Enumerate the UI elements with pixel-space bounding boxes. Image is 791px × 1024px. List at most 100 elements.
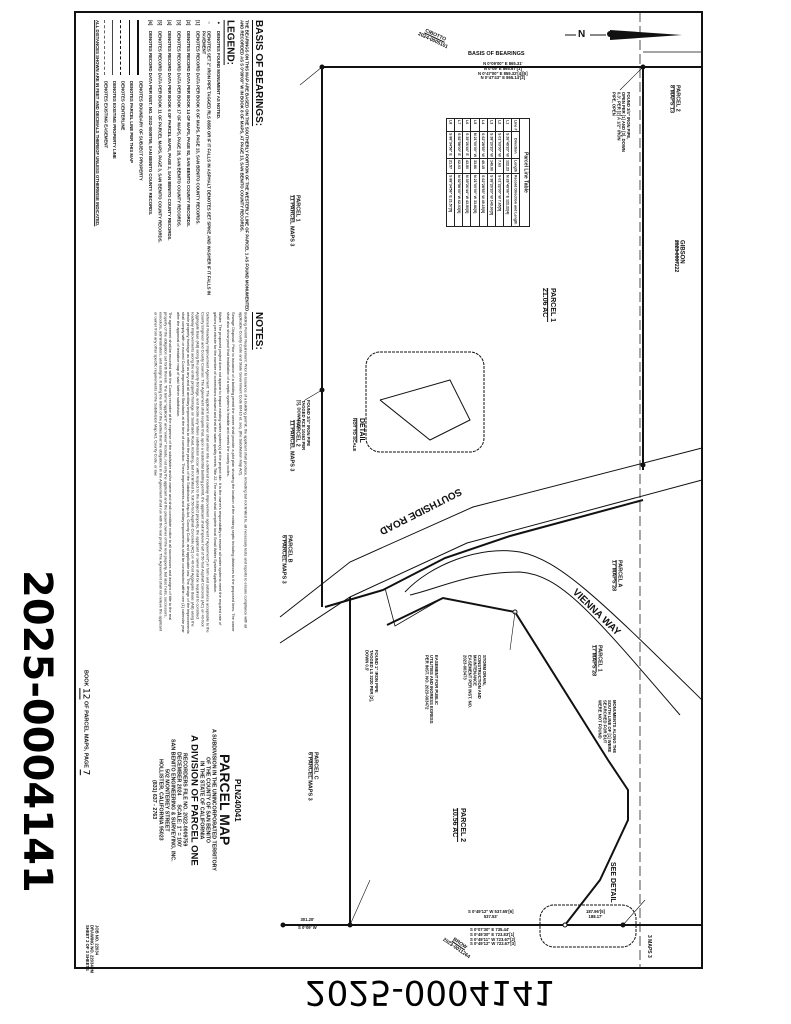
vienna-way-edge-inner	[409, 571, 681, 716]
legend-text: DENOTES FOUND MONUMENT AS NOTED.	[216, 31, 222, 120]
record-symbol: [3]	[176, 20, 182, 26]
note-paragraph: Sewage Disposal: Prior to issuance of a …	[225, 312, 236, 632]
bearing-text: N 0°09'00" E 865.31'	[483, 61, 523, 66]
job-info: JOB NO. 22034 DRAWING NO. 22034PM SHEET …	[84, 925, 100, 973]
bottom-bearing-lower: S 0°07'30" E 735.44'S 0°49'30" E 723.83'…	[470, 927, 516, 947]
vienna-way-edge-outer	[404, 550, 703, 701]
found-monument-icon: ●	[216, 20, 222, 25]
firm-phone: (831) 637 - 2763	[151, 780, 158, 820]
sheet-border	[74, 11, 703, 969]
detail-cloud	[539, 904, 637, 948]
distances-note: ALL DISTANCES SHOWN ARE IN FEET AND DECI…	[95, 20, 101, 227]
leader-lines	[299, 66, 646, 926]
easement-note: EASEMENT FOR PUBLIC UTILITIES AND INGRES…	[424, 655, 439, 724]
legend-text: DENOTES RECORD DATA PER BOOK 17 OF MAPS,…	[176, 31, 182, 228]
book-page-line: BOOK 12 OF PARCEL MAPS, PAGE 7	[80, 670, 90, 775]
monument-note: FOUND 3/4" IRON PIPE, OPEN PER [1] AND […	[611, 92, 631, 152]
book-number-handwritten: 12	[80, 688, 91, 700]
recorders-file: RECORDERS FILE NO. 2022-0009759	[181, 753, 188, 847]
subtitle-line: IN THE STATE OF CALIFORNIA	[198, 760, 205, 840]
bottom-left-distance: 301.20'S 0°09' W	[298, 917, 317, 930]
subject-boundary-road	[324, 499, 644, 608]
stamp-doc: 2023-0007222	[672, 240, 679, 273]
north-arrow-icon	[565, 30, 682, 40]
legend-text: DENOTES RECORD DATA PER BOOK 11 OF PARCE…	[157, 31, 163, 244]
map-title: PARCEL MAP	[216, 754, 233, 846]
firm-city: HOLLISTER, CALIFORNIA 95023	[157, 759, 164, 841]
map-date: DECEMBER 2024	[175, 752, 182, 796]
existing-line-symbol	[112, 20, 113, 75]
legend-line-item: DENOTES PARCEL LINE PER THIS MAP	[126, 20, 134, 312]
legend-line-item: DENOTES EXISTING EASEMENT	[101, 20, 109, 307]
legend-line-item: DENOTES BOUNDARY OF SUBJECT PROPERTY	[134, 20, 144, 312]
firm-street: 502 MONTEREY STREET	[163, 768, 170, 832]
legend-item: ○DENOTES SET 2" IRON PIPE TAGGED RLS 885…	[201, 20, 212, 308]
legend-text: DENOTES CENTERLINE	[120, 81, 126, 131]
legend-text: DENOTES BOUNDARY OF SUBJECT PROPERTY	[138, 81, 144, 181]
basis-of-bearings-label: BASIS OF BEARINGS	[468, 51, 525, 57]
legend-record-item: [5]DENOTES RECORD DATA PER BOOK 11 OF PA…	[153, 20, 163, 312]
cloud-distance: 187.96'[5]188.17'	[586, 909, 605, 919]
bearing-text: N 0°09' E 865.67'[1]	[483, 65, 522, 71]
north-label: N	[578, 29, 586, 40]
legend-text: DENOTES EXISTING EASEMENT	[103, 81, 109, 149]
bearing-text: N 0°47'00" E 859.32'[4][5]	[478, 70, 528, 76]
legend-text: DENOTES EXISTING PROPERTY LINE	[111, 81, 117, 159]
legend-line-item: DENOTES EXISTING PROPERTY LINE	[109, 20, 117, 312]
legend-record-item: [4]DENOTES RECORD DATA PER BOOK 6 OF PAR…	[163, 20, 172, 312]
monument-note: FOUND 3/4" IRON PIPE TAGGED RCE 10462 PE…	[296, 400, 311, 451]
bottom-bearing-upper: S 0°49'12" W 537.65'[6]537.53'	[468, 909, 514, 919]
monument-marker	[280, 922, 286, 928]
legend-text: DENOTES PARCEL LINE PER THIS MAP	[128, 81, 134, 163]
easement-line-symbol	[103, 20, 105, 75]
book-middle: OF PARCEL MAPS, PAGE	[82, 701, 89, 768]
handwritten-recording-number-vertical: 2025-0004141	[14, 570, 60, 893]
page-number-handwritten: 7	[80, 769, 91, 776]
drawing-number: DRAWING NO. 22034PM	[89, 925, 95, 973]
centerline-symbol	[120, 20, 122, 75]
subtitle-line: OF THE COUNTY OF SAN BENITO	[204, 756, 211, 844]
record-symbol: [1]	[195, 20, 201, 26]
job-number: JOB NO. 22034	[94, 925, 100, 956]
record-symbol: [2]	[185, 20, 191, 26]
legend-text: DENOTES SET 2" IRON PIPE TAGGED RLS 8858…	[201, 31, 212, 295]
title-block: PLN240041 PARCEL MAP A SUBDIVISION IN TH…	[92, 640, 242, 960]
stamp-name: GIBSON	[678, 240, 685, 264]
monument-note: FOUND 1" IRON PIPE TAGGED LS 3220 PER [2…	[364, 650, 379, 702]
basis-bearings: N 0°09'00" E 865.31' N 0°09' E 865.67'[1…	[478, 61, 528, 81]
notes-heading: NOTES:	[253, 312, 264, 350]
book-prefix: BOOK	[82, 670, 89, 687]
see-detail-label: SEE DETAIL	[609, 862, 617, 903]
firm-name: SAN BENITO ENGINEERING & SURVEYING, INC.	[169, 738, 176, 862]
map-scale: SCALE: 1" = 100'	[175, 804, 182, 848]
legend-text: DENOTES RECORD DATA PER BOOK 8 OF MAPS, …	[195, 31, 201, 225]
parcel-2-boundary	[386, 596, 629, 926]
legend-record-item: [1] DENOTES RECORD DATA PER BOOK 8 OF MAP…	[191, 20, 201, 312]
file-number: PLN240041	[233, 778, 242, 822]
sheet-number: SHEET 2 OF 3 SHEETS	[84, 925, 90, 971]
date-scale-line: DECEMBER 2024 SCALE: 1" = 100'	[175, 640, 181, 960]
note-paragraph: The agreement shall be recorded with the…	[153, 312, 174, 632]
table-title: Parcel Line Table	[519, 118, 530, 227]
legend-record-item: [2]DENOTES RECORD DATA PER BOOK 14 OF MA…	[182, 20, 191, 312]
legend-line-item: DENOTES CENTERLINE	[117, 20, 126, 312]
southside-road-edge-lower	[279, 479, 703, 644]
record-symbol: [6]	[147, 20, 153, 26]
note-paragraph: Building Permit Requirement: Prior to is…	[238, 312, 249, 629]
